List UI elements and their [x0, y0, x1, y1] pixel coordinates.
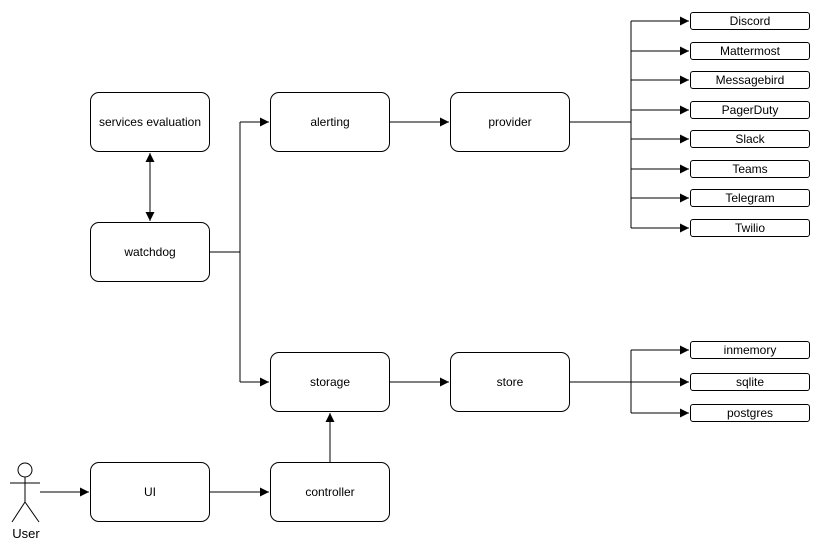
user-actor-label: User [12, 526, 40, 541]
provider-option-slack: Slack [690, 130, 810, 148]
node-ui: UI [90, 462, 210, 522]
provider-option-messagebird: Messagebird [690, 71, 810, 89]
node-alerting: alerting [270, 92, 390, 152]
provider-option-telegram: Telegram [690, 189, 810, 207]
store-option-postgres: postgres [690, 404, 810, 422]
store-option-sqlite: sqlite [690, 373, 810, 391]
provider-option-teams: Teams [690, 160, 810, 178]
edge-provider-trunk [570, 21, 632, 228]
provider-option-pagerduty: PagerDuty [690, 101, 810, 119]
edge-store-trunk [570, 350, 632, 413]
node-storage: storage [270, 352, 390, 412]
provider-option-twilio: Twilio [690, 219, 810, 237]
node-watchdog: watchdog [90, 222, 210, 282]
node-services-evaluation: services evaluation [90, 92, 210, 152]
provider-option-discord: Discord [690, 12, 810, 30]
user-actor-icon [10, 462, 40, 523]
node-controller: controller [270, 462, 390, 522]
provider-option-mattermost: Mattermost [690, 42, 810, 60]
node-provider: provider [450, 92, 570, 152]
node-store: store [450, 352, 570, 412]
edge-watchdog-trunk [210, 122, 241, 382]
store-option-inmemory: inmemory [690, 341, 810, 359]
